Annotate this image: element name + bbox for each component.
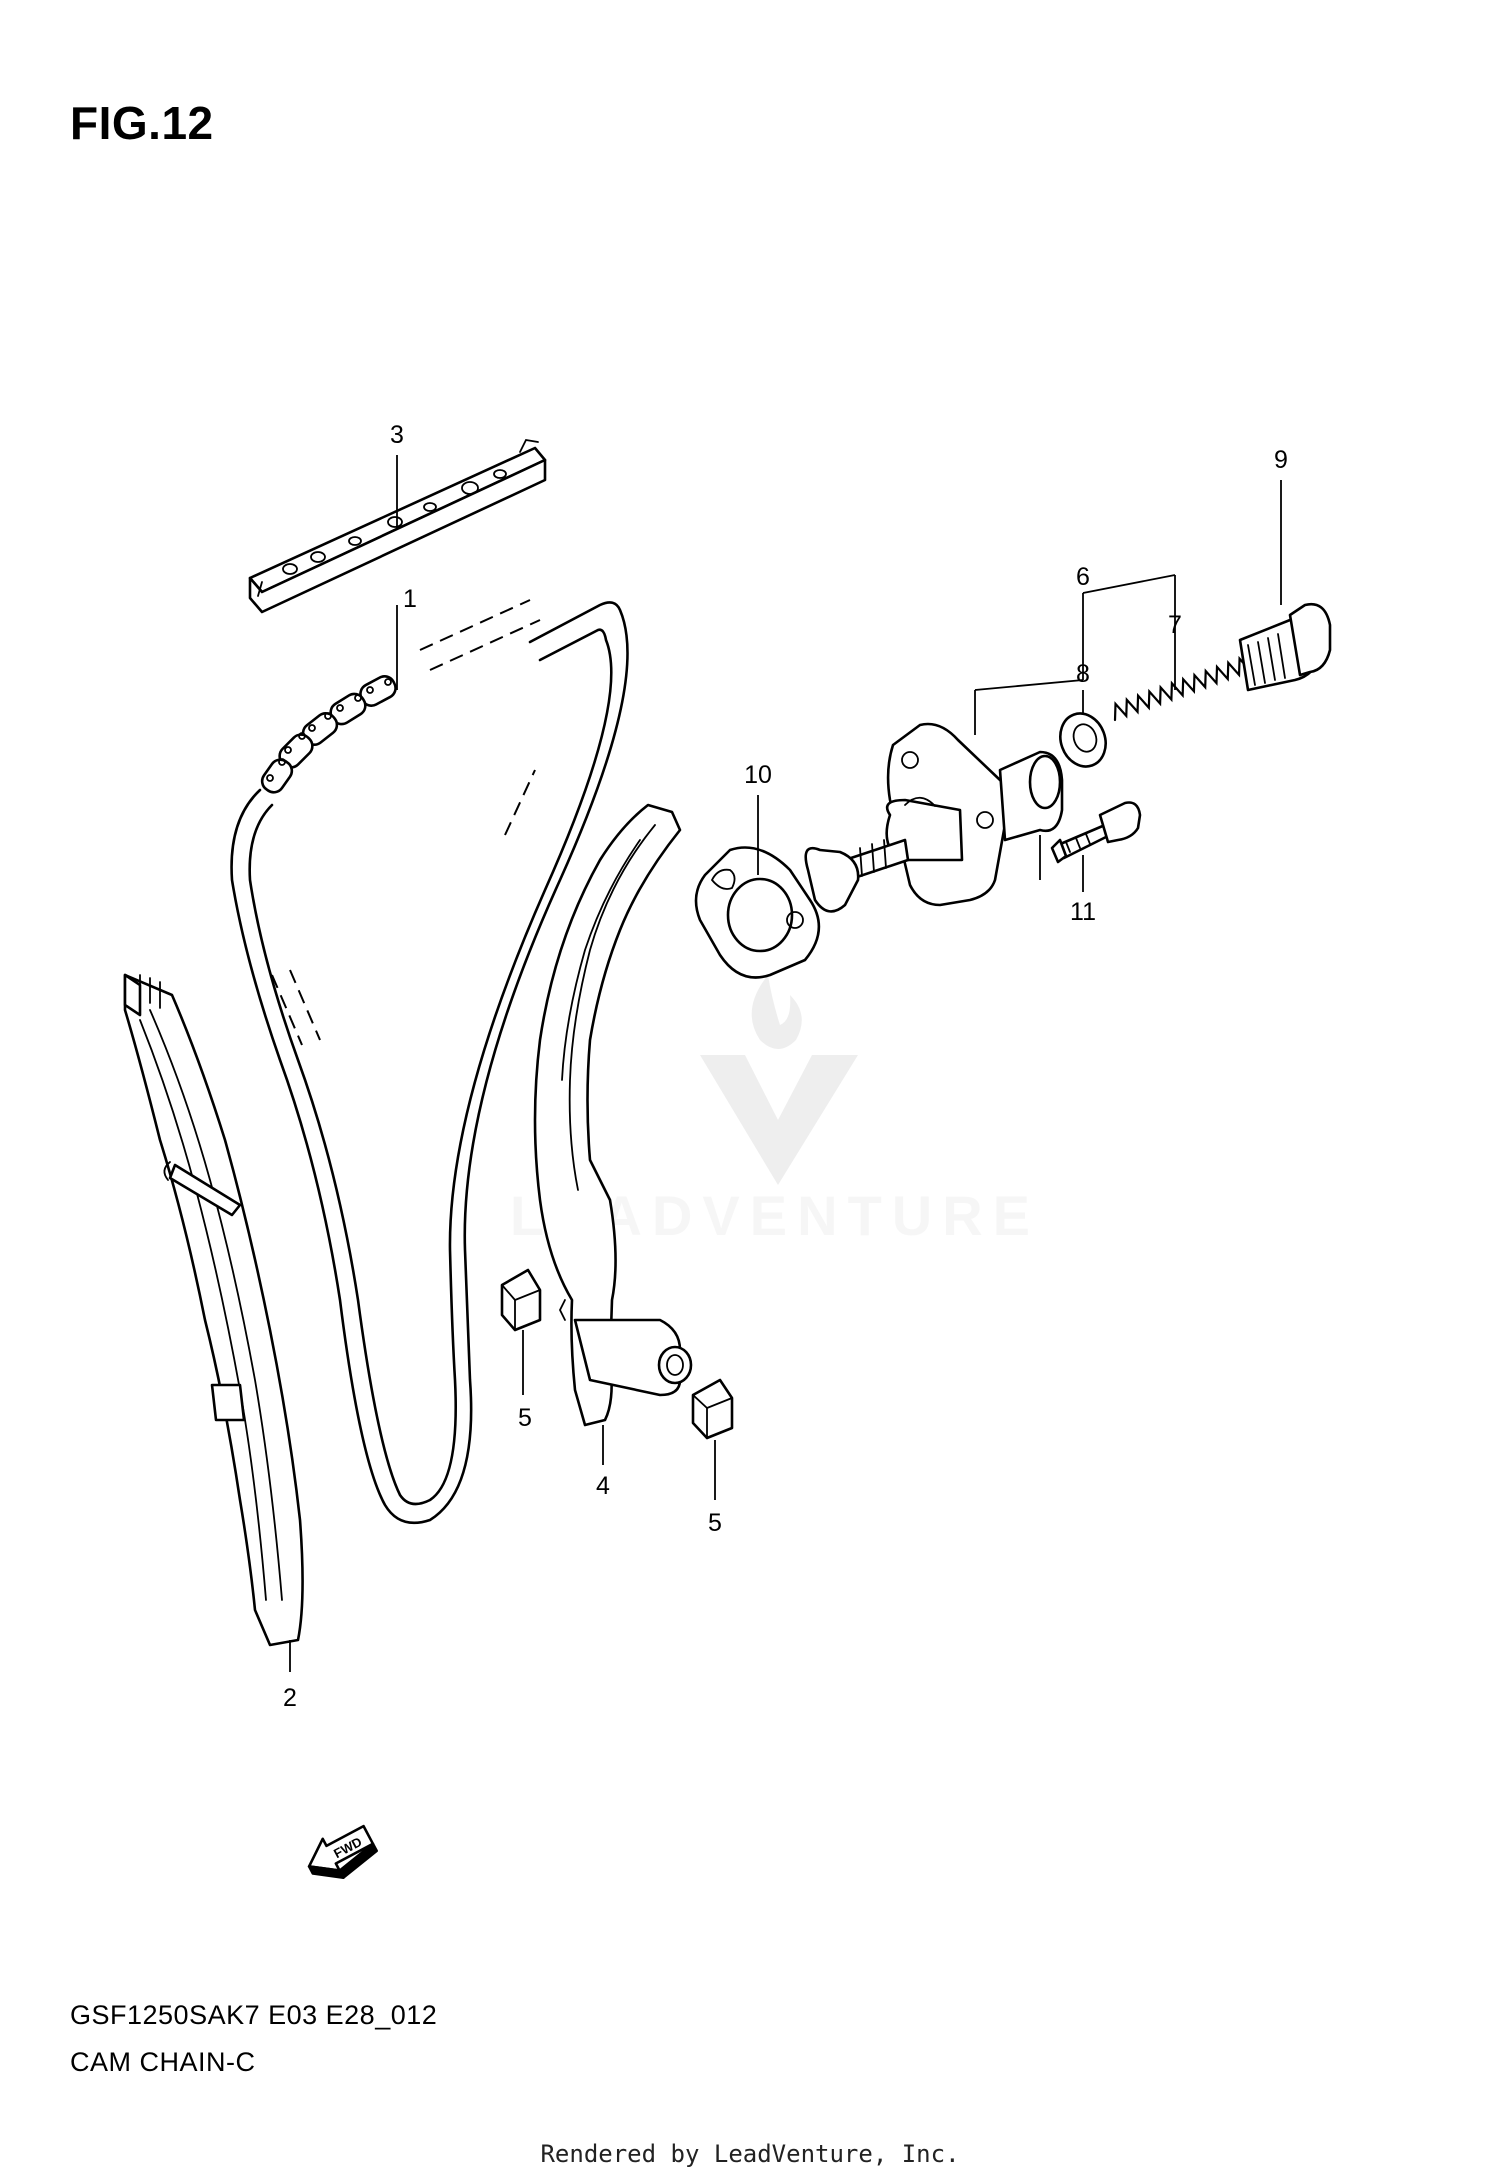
leadventure-logo <box>700 1055 858 1185</box>
part-9-plug-bolt[interactable] <box>1238 602 1332 692</box>
callout-3: 3 <box>390 421 404 449</box>
section-name: CAM CHAIN-C <box>70 2047 256 2077</box>
callout-2: 2 <box>283 1684 297 1712</box>
part-5-slider-lower[interactable] <box>691 1378 734 1440</box>
footer-credit: Rendered by LeadVenture, Inc. <box>540 2140 960 2168</box>
part-5-slider-upper[interactable] <box>500 1268 542 1332</box>
callout-8: 8 <box>1076 660 1090 688</box>
model-code: GSF1250SAK7 E03 E28_012 <box>70 2000 438 2030</box>
fwd-arrow-icon: FWD <box>307 1824 379 1879</box>
callout-1: 1 <box>403 585 417 613</box>
callout-7: 7 <box>1168 611 1182 639</box>
chain-links <box>260 675 397 794</box>
part-10-gasket[interactable] <box>694 846 821 979</box>
part-11-bolt[interactable] <box>1050 801 1142 864</box>
leader-lines <box>289 455 1282 1672</box>
callout-10: 10 <box>744 761 772 789</box>
part-1-cam-chain[interactable] <box>230 599 629 1525</box>
callout-4: 4 <box>596 1472 610 1500</box>
callout-9: 9 <box>1274 446 1288 474</box>
callout-11: 11 <box>1070 898 1096 926</box>
callout-labels: 1 2 3 4 5 5 6 7 8 9 10 11 <box>283 421 1288 1712</box>
callout-5-upper: 5 <box>518 1404 532 1432</box>
callout-6: 6 <box>1076 563 1090 591</box>
part-4-tensioner-arm[interactable] <box>533 803 693 1427</box>
figure-title: FIG.12 <box>70 97 214 149</box>
callout-5-lower: 5 <box>708 1509 722 1537</box>
part-6-tensioner-body[interactable] <box>804 722 1064 913</box>
part-8-washer[interactable] <box>1053 707 1113 773</box>
part-2-chain-guide[interactable] <box>123 973 304 1647</box>
